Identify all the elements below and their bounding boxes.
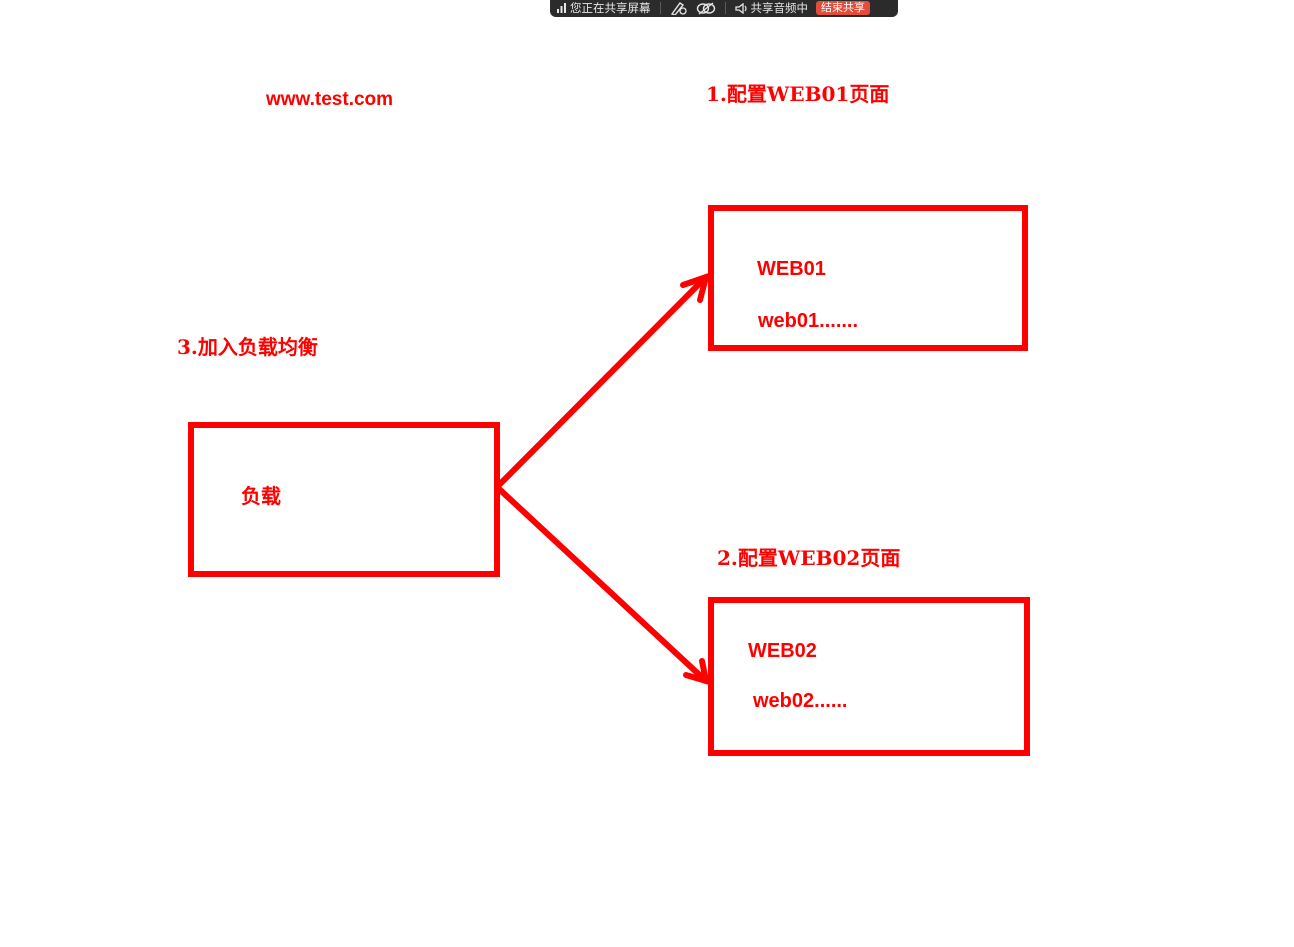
annotate-button[interactable]	[670, 0, 688, 17]
screen-share-toolbar: 您正在共享屏幕 共享音频中 结束共享	[550, 0, 898, 17]
load-box-label: 负载	[241, 484, 281, 508]
step2-label: 2.配置WEB02页面	[717, 546, 901, 570]
arrow-to-web01	[494, 274, 709, 490]
web01-box: WEB01 web01.......	[708, 205, 1028, 351]
share-status: 您正在共享屏幕	[556, 0, 651, 17]
arrow-to-web02	[494, 484, 709, 684]
signal-icon	[556, 3, 567, 13]
web02-box: WEB02 web02......	[708, 597, 1030, 756]
site-label: www.test.com	[266, 89, 394, 110]
audio-share-toggle[interactable]: 共享音频中	[734, 0, 809, 17]
speaker-icon	[734, 2, 748, 14]
link-off-icon	[696, 1, 716, 15]
web02-title: WEB02	[748, 640, 817, 662]
share-status-label: 您正在共享屏幕	[570, 1, 651, 15]
hide-button[interactable]	[696, 0, 716, 17]
toolbar-divider	[724, 2, 726, 14]
web01-title: WEB01	[757, 258, 826, 280]
step1-label: 1.配置WEB01页面	[706, 82, 890, 106]
pen-icon	[670, 1, 688, 15]
web01-content: web01.......	[758, 310, 859, 332]
toolbar-divider	[659, 2, 661, 14]
end-share-button[interactable]: 结束共享	[816, 1, 870, 15]
web02-content: web02......	[753, 690, 848, 712]
load-balancer-box: 负载	[188, 422, 500, 577]
step3-label: 3.加入负载均衡	[177, 335, 318, 359]
arrowhead-web02	[683, 658, 710, 686]
audio-share-label: 共享音频中	[750, 1, 809, 15]
arrowhead-web01	[680, 272, 711, 303]
